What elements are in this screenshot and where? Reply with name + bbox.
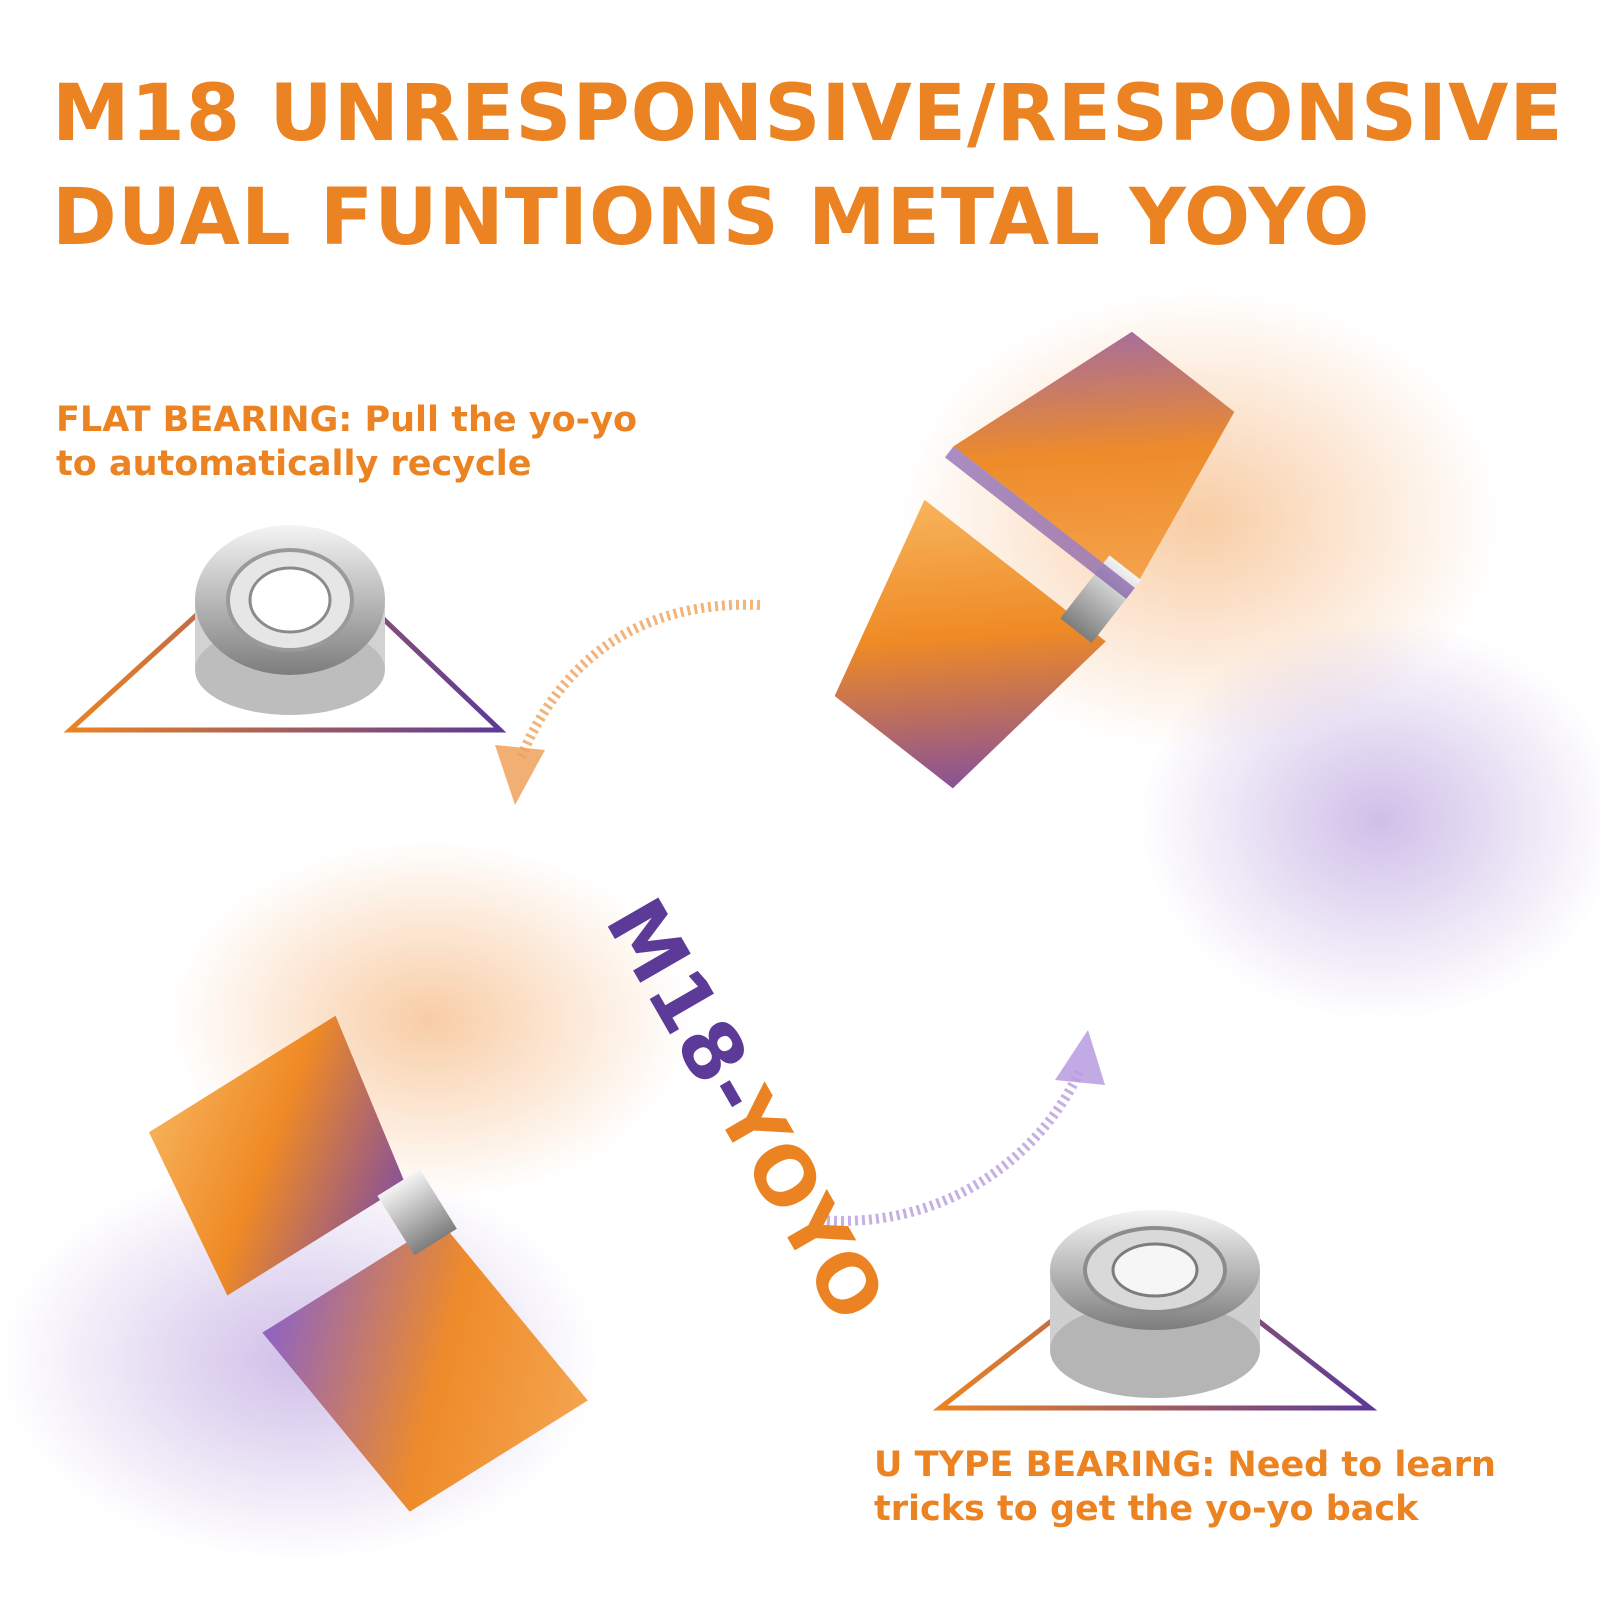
u-bearing-triangle — [932, 1236, 1378, 1411]
yoyo-bottom-left — [148, 1015, 588, 1512]
purple-arrow — [819, 1067, 1085, 1226]
flat-bearing-illustration — [63, 525, 507, 733]
flat-bearing-line-2: to automatically recycle — [56, 444, 532, 484]
u-bearing-line-1: U TYPE BEARING: Need to learn — [874, 1445, 1496, 1485]
flat-bearing-line-1: FLAT BEARING: Pull the yo-yo — [56, 400, 638, 440]
u-bearing-line-2: tricks to get the yo-yo back — [874, 1489, 1419, 1529]
u-bearing-caption: U TYPE BEARING: Need to learn tricks to … — [874, 1443, 1574, 1531]
page-title: M18 UNRESPONSIVE/RESPONSIVE DUAL FUNTION… — [52, 62, 1564, 270]
purple-arrow-head — [1055, 1030, 1105, 1085]
title-line-2: DUAL FUNTIONS METAL YOYO — [52, 173, 1371, 263]
flat-bearing-caption: FLAT BEARING: Pull the yo-yo to automati… — [56, 398, 756, 486]
yoyo-top-right — [834, 331, 1235, 789]
title-line-1: M18 UNRESPONSIVE/RESPONSIVE — [52, 69, 1564, 159]
orange-arrow-head — [495, 745, 545, 805]
orange-arrow — [515, 599, 761, 762]
u-bearing-illustration — [932, 1210, 1378, 1411]
flat-bearing-triangle — [63, 526, 507, 733]
